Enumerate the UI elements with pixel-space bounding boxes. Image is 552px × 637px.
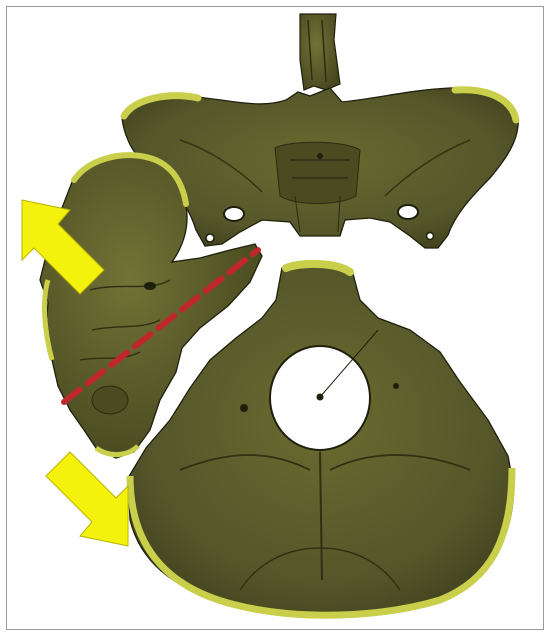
arrow-down-right-icon <box>46 452 128 546</box>
vomer-piece <box>300 14 340 90</box>
